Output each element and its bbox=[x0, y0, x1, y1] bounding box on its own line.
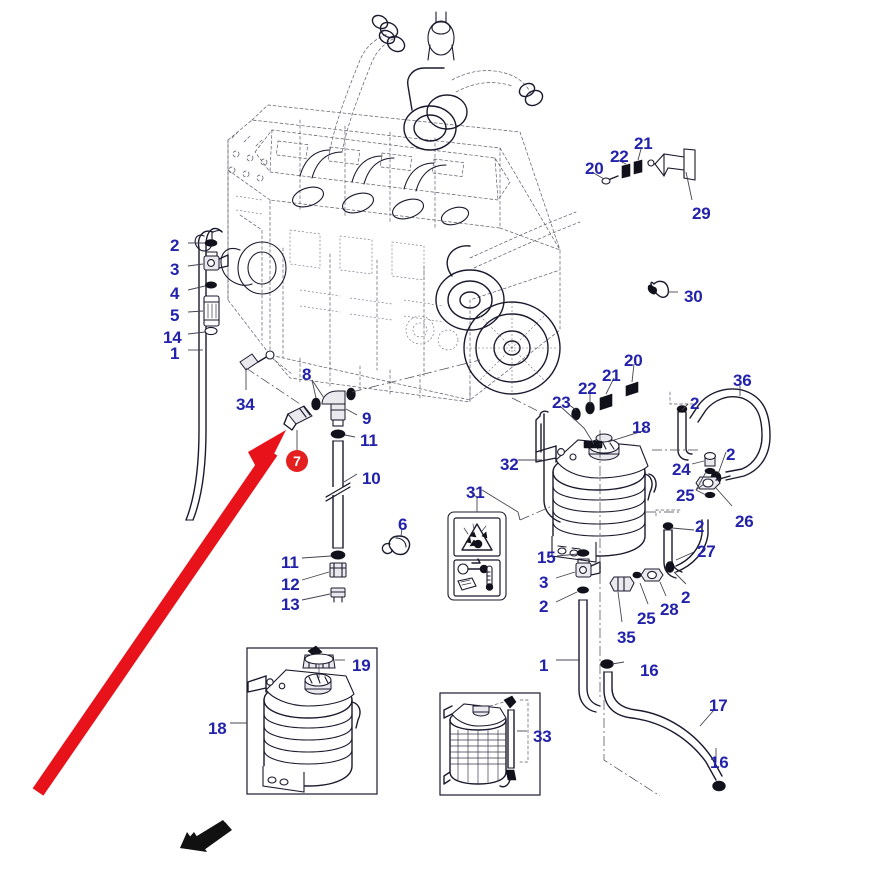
callout-4: 4 bbox=[170, 284, 180, 303]
callout-3: 3 bbox=[539, 573, 549, 592]
callout-34: 34 bbox=[236, 395, 255, 414]
callout-11: 11 bbox=[360, 431, 378, 450]
callout-22: 22 bbox=[578, 379, 597, 398]
part-9-elbow-fitting bbox=[321, 390, 346, 427]
callout-29: 29 bbox=[692, 204, 711, 223]
callout-6: 6 bbox=[398, 515, 408, 534]
highlighted-part-badge[interactable]: 7 bbox=[286, 450, 308, 472]
part-17-hose bbox=[603, 661, 723, 781]
leader-31 bbox=[481, 489, 521, 521]
part-3-valve-lower bbox=[575, 558, 601, 578]
callout-2: 2 bbox=[681, 588, 691, 607]
part-3-valve bbox=[203, 251, 229, 271]
part-33-tube bbox=[499, 695, 517, 788]
callout-9: 9 bbox=[362, 409, 372, 428]
bracket-29-assembly bbox=[591, 148, 696, 201]
part-5-filter bbox=[203, 295, 220, 327]
manual-book-pictogram bbox=[457, 577, 477, 591]
part-16-clamp-b bbox=[712, 780, 726, 792]
part-2-oring-lower bbox=[577, 586, 589, 594]
part-32-rod bbox=[518, 410, 561, 523]
part-30-clip bbox=[647, 280, 678, 298]
hose-28-up bbox=[675, 519, 703, 567]
callout-16: 16 bbox=[710, 753, 729, 772]
callout-3: 3 bbox=[170, 260, 180, 279]
callout-17: 17 bbox=[709, 696, 728, 715]
part-14-oring bbox=[204, 326, 218, 336]
tank-fitting-parts bbox=[571, 381, 639, 421]
part-8-oring-b bbox=[346, 387, 356, 401]
callout-32: 32 bbox=[500, 455, 519, 474]
callout-10: 10 bbox=[362, 469, 381, 488]
warning-decal-31 bbox=[447, 491, 507, 601]
part-11-oring-top bbox=[330, 429, 346, 439]
callout-2: 2 bbox=[695, 517, 705, 536]
callout-15: 15 bbox=[537, 548, 556, 567]
callout-31: 31 bbox=[466, 483, 485, 502]
callout-1: 1 bbox=[170, 344, 180, 363]
callout-8: 8 bbox=[302, 365, 312, 384]
callout-14: 14 bbox=[163, 328, 182, 347]
part-4-oring bbox=[205, 281, 217, 289]
hose-36-main bbox=[689, 386, 771, 481]
part-15-washer bbox=[576, 549, 590, 557]
part-13-screw bbox=[330, 587, 346, 603]
callout-2: 2 bbox=[170, 236, 180, 255]
callout-1: 1 bbox=[539, 656, 549, 675]
callout-26: 26 bbox=[735, 512, 754, 531]
construction-lines bbox=[245, 359, 700, 797]
part-2-oring-28 bbox=[665, 561, 675, 573]
part-19-cap bbox=[302, 645, 336, 669]
inset-filter-detail bbox=[439, 692, 541, 796]
part-12-nut bbox=[329, 562, 347, 578]
part-11-oring-bottom bbox=[330, 550, 346, 560]
engine-assembly-illustration bbox=[194, 11, 581, 403]
callout-21: 21 bbox=[634, 134, 653, 153]
callout-2: 2 bbox=[726, 445, 736, 464]
part-35-connector bbox=[609, 576, 635, 623]
callout-18: 18 bbox=[208, 719, 227, 738]
part-6-clip bbox=[381, 527, 411, 556]
callout-20: 20 bbox=[585, 159, 604, 178]
callout-21: 21 bbox=[602, 366, 621, 385]
callout-22: 22 bbox=[610, 147, 629, 166]
callout-19: 19 bbox=[352, 656, 371, 675]
callout-18: 18 bbox=[632, 418, 651, 437]
callout-23: 23 bbox=[552, 393, 571, 412]
callout-5: 5 bbox=[170, 306, 180, 325]
callout-2: 2 bbox=[690, 394, 700, 413]
callout-30: 30 bbox=[684, 287, 703, 306]
part-7-connector-highlighted bbox=[283, 405, 313, 431]
leader-lines-center bbox=[296, 379, 358, 601]
callout-11: 11 bbox=[281, 553, 299, 572]
leader-lines-left bbox=[187, 242, 206, 351]
inset-tank-detail bbox=[230, 645, 378, 795]
callout-12: 12 bbox=[281, 575, 300, 594]
callout-27: 27 bbox=[697, 542, 716, 561]
thermometer-pictogram bbox=[485, 565, 494, 591]
callout-28: 28 bbox=[660, 600, 679, 619]
part-1-tube-lower bbox=[578, 599, 601, 713]
callout-25: 25 bbox=[676, 486, 695, 505]
callout-33: 33 bbox=[533, 727, 552, 746]
callout-35: 35 bbox=[617, 628, 636, 647]
part-28-fitting bbox=[640, 568, 664, 582]
callout-16: 16 bbox=[640, 661, 659, 680]
callout-24: 24 bbox=[672, 460, 691, 479]
callout-20: 20 bbox=[624, 351, 643, 370]
parts-stack-left bbox=[203, 239, 229, 336]
tool-pictogram bbox=[457, 558, 489, 575]
part-10-tube bbox=[325, 440, 351, 549]
callout-25: 25 bbox=[637, 609, 656, 628]
callout-2: 2 bbox=[539, 597, 549, 616]
callout-36: 36 bbox=[733, 371, 752, 390]
part-1-hose-left bbox=[185, 227, 223, 521]
callout-13: 13 bbox=[281, 595, 300, 614]
part-24-25-26-fittings bbox=[695, 452, 731, 499]
part-34-sensor bbox=[239, 350, 293, 390]
